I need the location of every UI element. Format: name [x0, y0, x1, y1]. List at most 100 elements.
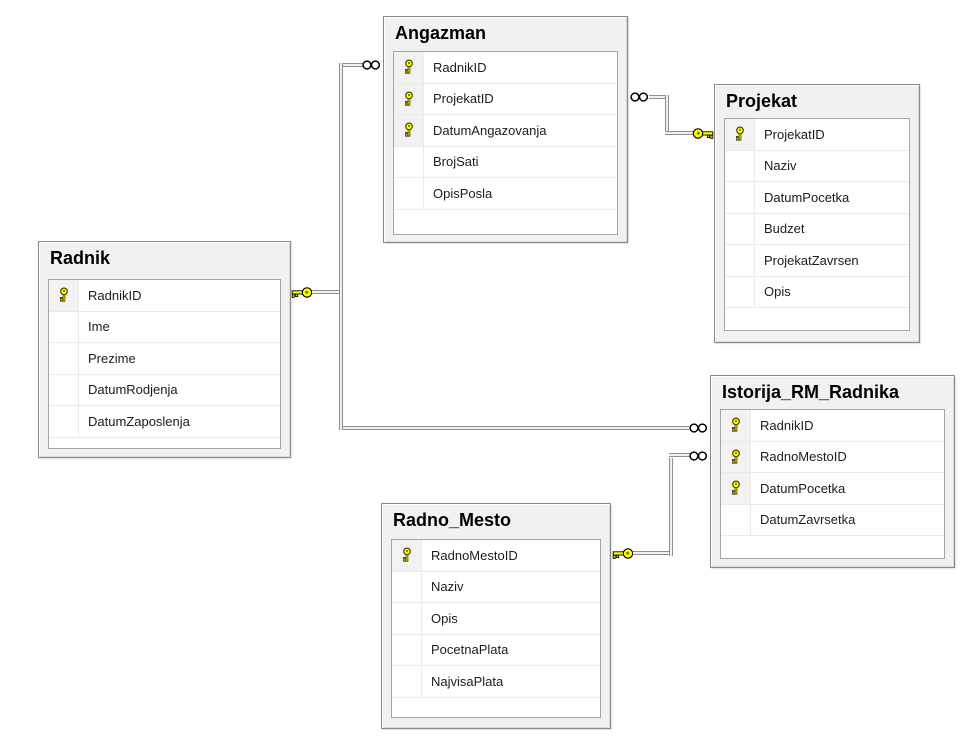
table-row[interactable]: Naziv: [392, 571, 600, 603]
table-row[interactable]: DatumPocetka: [725, 182, 909, 214]
key-cell-empty: [394, 178, 424, 209]
column-name: RadnikID: [433, 59, 487, 75]
infinity-cardinality-icon[interactable]: [361, 59, 382, 71]
table-row[interactable]: RadnikID: [721, 410, 944, 442]
key-cell-empty: [394, 146, 424, 177]
column-name: BrojSati: [433, 154, 479, 170]
column-name: Naziv: [431, 579, 464, 595]
table-row[interactable]: ProjekatID: [725, 119, 909, 151]
infinity-cardinality-icon[interactable]: [688, 450, 709, 462]
key-cell-empty: [49, 311, 79, 342]
table-title[interactable]: Radnik: [50, 248, 111, 268]
column-name: ProjekatZavrsen: [764, 252, 859, 268]
table-row[interactable]: ProjekatID: [394, 83, 617, 115]
relationship-line[interactable]: [343, 63, 363, 68]
relationship-line[interactable]: [649, 95, 670, 100]
key-cell-empty: [392, 571, 422, 602]
table-row[interactable]: RadnoMestoID: [721, 441, 944, 473]
table-row[interactable]: Budzet: [725, 213, 909, 245]
column-name: Opis: [764, 284, 791, 300]
table-row[interactable]: NajvisaPlata: [392, 666, 600, 698]
table-row[interactable]: DatumRodjenja: [49, 374, 280, 406]
key-cell-empty: [49, 343, 79, 374]
column-name: DatumZavrsetka: [760, 512, 856, 528]
primary-key-cell: [49, 280, 79, 311]
column-name: NajvisaPlata: [431, 673, 504, 689]
table-row[interactable]: RadnoMestoID: [392, 540, 600, 572]
column-name: DatumZaposlenja: [88, 413, 190, 429]
key-cardinality-icon[interactable]: [692, 127, 714, 140]
table-row[interactable]: RadnikID: [394, 52, 617, 84]
key-cardinality-icon[interactable]: [291, 286, 313, 299]
column-name: Opis: [431, 610, 458, 626]
table-row[interactable]: RadnikID: [49, 280, 280, 312]
table-row[interactable]: Naziv: [725, 150, 909, 182]
table-row[interactable]: OpisPosla: [394, 178, 617, 210]
table-row[interactable]: DatumAngazovanja: [394, 115, 617, 147]
infinity-cardinality-icon[interactable]: [629, 91, 650, 103]
primary-key-cell: [394, 115, 424, 146]
primary-key-icon: [59, 287, 68, 302]
primary-key-icon: [731, 480, 740, 495]
key-cell-empty: [392, 603, 422, 634]
column-name: DatumAngazovanja: [433, 122, 547, 138]
column-name: RadnikID: [88, 287, 142, 303]
column-name: PocetnaPlata: [431, 642, 509, 658]
column-name: RadnoMestoID: [431, 547, 518, 563]
key-cell-empty: [725, 182, 755, 213]
table-title[interactable]: Angazman: [395, 23, 487, 43]
table-row[interactable]: Opis: [725, 276, 909, 308]
column-name: RadnoMestoID: [760, 449, 847, 465]
primary-key-icon: [735, 126, 744, 141]
relationship-line[interactable]: [633, 551, 674, 556]
key-cell-empty: [392, 634, 422, 665]
table-title[interactable]: Istorija_RM_Radnika: [722, 382, 900, 402]
table-row[interactable]: DatumZaposlenja: [49, 406, 280, 438]
key-cardinality-icon[interactable]: [612, 547, 634, 560]
relationship-line[interactable]: [339, 63, 344, 430]
relationship-line[interactable]: [669, 453, 674, 556]
table-title[interactable]: Projekat: [726, 91, 798, 111]
infinity-cardinality-icon[interactable]: [688, 422, 709, 434]
column-name: OpisPosla: [433, 185, 493, 201]
table-istorija-rm-radnika[interactable]: Istorija_RM_Radnika RadnikID RadnoMestoID…: [710, 375, 955, 568]
relationship-line[interactable]: [312, 290, 343, 295]
column-name: ProjekatID: [433, 91, 494, 107]
relationship-line[interactable]: [665, 131, 694, 136]
column-name: Budzet: [764, 221, 805, 237]
column-name: DatumPocetka: [764, 189, 850, 205]
column-name: Naziv: [764, 158, 797, 174]
column-name: DatumPocetka: [760, 480, 846, 496]
primary-key-cell: [721, 473, 751, 504]
table-row[interactable]: DatumPocetka: [721, 473, 944, 505]
relationship-line[interactable]: [669, 453, 690, 458]
table-row[interactable]: ProjekatZavrsen: [725, 245, 909, 277]
table-angazman[interactable]: Angazman RadnikID ProjekatID DatumAngazova…: [383, 16, 628, 243]
table-row[interactable]: DatumZavrsetka: [721, 504, 944, 536]
table-row[interactable]: BrojSati: [394, 146, 617, 178]
key-cell-empty: [725, 276, 755, 307]
table-row[interactable]: Opis: [392, 603, 600, 635]
table-title[interactable]: Radno_Mesto: [393, 510, 512, 530]
relationship-line[interactable]: [343, 426, 689, 431]
table-row[interactable]: Prezime: [49, 343, 280, 375]
key-cell-empty: [725, 213, 755, 244]
relationship-line[interactable]: [665, 95, 670, 136]
key-cell-empty: [721, 504, 751, 535]
key-cell-empty: [49, 406, 79, 437]
primary-key-icon: [731, 449, 740, 464]
column-name: RadnikID: [760, 417, 814, 433]
primary-key-cell: [394, 52, 424, 83]
primary-key-icon: [404, 122, 413, 137]
key-cell-empty: [725, 150, 755, 181]
table-row[interactable]: PocetnaPlata: [392, 634, 600, 666]
table-row[interactable]: Ime: [49, 311, 280, 343]
